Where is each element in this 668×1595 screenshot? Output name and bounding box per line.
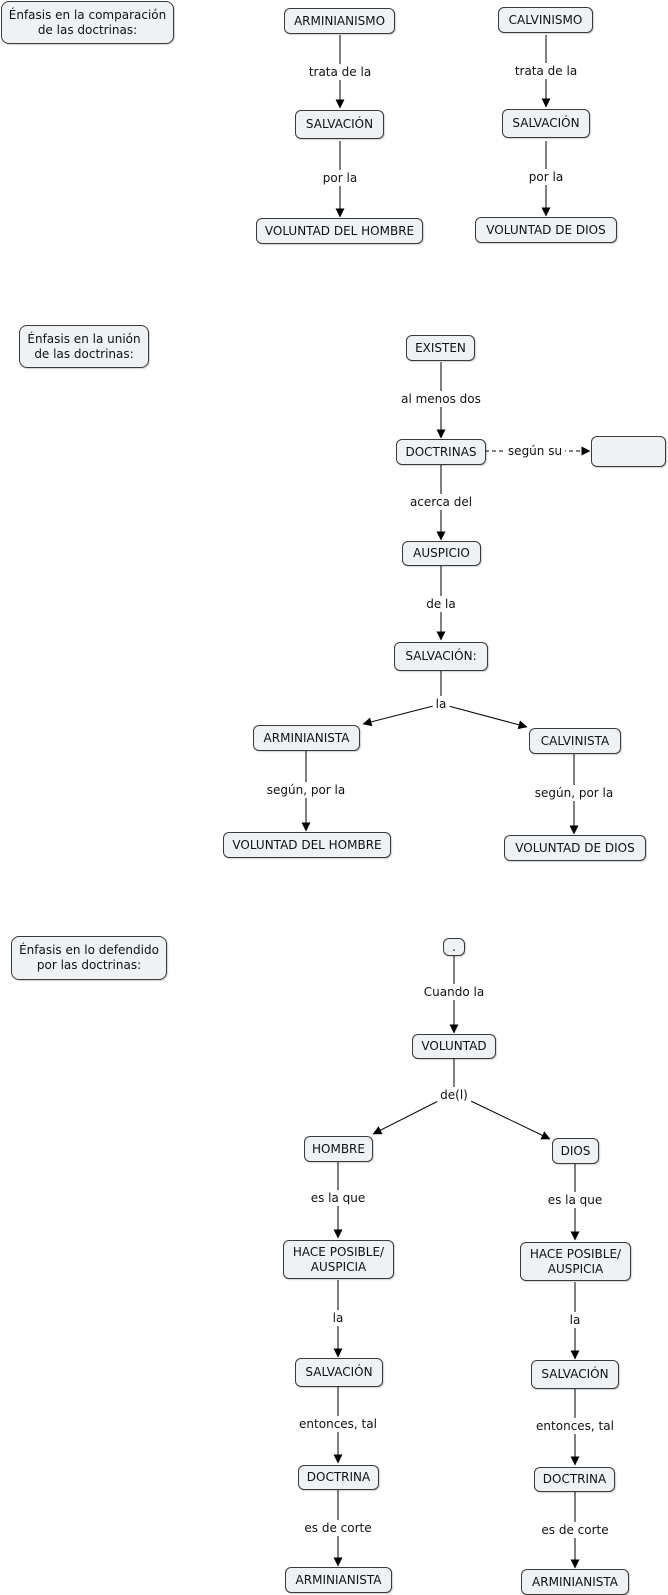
node-hombre[interactable]: HOMBRE — [304, 1136, 373, 1162]
link-label-acerca: acerca del — [406, 494, 476, 510]
link-label-la-right: la — [566, 1312, 584, 1328]
link-label-trata-right: trata de la — [511, 63, 581, 79]
link-label-de: de(l) — [437, 1087, 471, 1103]
note-defended[interactable]: Énfasis en lo defendido por las doctrina… — [11, 936, 167, 980]
node-calvinista[interactable]: CALVINISTA — [529, 728, 621, 754]
link-label-corte-right: es de corte — [538, 1522, 612, 1538]
node-salvacion-3-left[interactable]: SALVACIÓN — [295, 1358, 383, 1387]
node-doctrinas[interactable]: DOCTRINAS — [396, 439, 486, 465]
link-label-segun-su: según su — [504, 443, 566, 459]
node-arminianismo[interactable]: ARMINIANISMO — [284, 8, 395, 34]
note-comparison[interactable]: Énfasis en la comparación de las doctrin… — [1, 1, 174, 44]
node-dot[interactable]: . — [443, 938, 465, 956]
link-label-segun-right: según, por la — [531, 785, 617, 801]
node-empty[interactable] — [591, 436, 666, 467]
node-hace-posible-left[interactable]: HACE POSIBLE/ AUSPICIA — [283, 1240, 394, 1279]
link-label-entonces-right: entonces, tal — [533, 1418, 617, 1434]
node-voluntad[interactable]: VOLUNTAD — [412, 1034, 496, 1059]
node-salvacion-3-right[interactable]: SALVACIÓN — [531, 1360, 619, 1389]
node-voluntad-dios-2[interactable]: VOLUNTAD DE DIOS — [504, 835, 646, 861]
node-voluntad-hombre-2[interactable]: VOLUNTAD DEL HOMBRE — [223, 832, 391, 858]
link-label-entonces-left: entonces, tal — [296, 1416, 380, 1432]
node-salvacion-center[interactable]: SALVACIÓN: — [394, 642, 488, 671]
link-label-por-left: por la — [319, 170, 361, 186]
link-label-al-menos: al menos dos — [398, 391, 484, 407]
link-label-segun-left: según, por la — [263, 782, 349, 798]
node-voluntad-hombre-1[interactable]: VOLUNTAD DEL HOMBRE — [256, 218, 423, 244]
node-doctrina-left[interactable]: DOCTRINA — [298, 1465, 379, 1490]
link-label-es-la-que-left: es la que — [307, 1190, 369, 1206]
link-label-de-la: de la — [423, 596, 459, 612]
node-existen[interactable]: EXISTEN — [406, 335, 475, 361]
node-salvacion-right[interactable]: SALVACIÓN — [502, 109, 590, 138]
link-label-por-right: por la — [525, 169, 567, 185]
link-label-corte-left: es de corte — [301, 1520, 375, 1536]
node-doctrina-right[interactable]: DOCTRINA — [534, 1467, 615, 1492]
link-label-es-la-que-right: es la que — [544, 1192, 606, 1208]
note-union[interactable]: Énfasis en la unión de las doctrinas: — [19, 325, 149, 368]
node-arminianista-right[interactable]: ARMINIANISTA — [521, 1569, 629, 1595]
node-voluntad-dios-1[interactable]: VOLUNTAD DE DIOS — [475, 217, 617, 243]
link-label-la-left: la — [329, 1310, 347, 1326]
node-dios[interactable]: DIOS — [552, 1138, 599, 1164]
node-arminianista[interactable]: ARMINIANISTA — [253, 725, 360, 751]
link-label-la: la — [432, 696, 450, 712]
node-hace-posible-right[interactable]: HACE POSIBLE/ AUSPICIA — [520, 1242, 631, 1281]
link-label-cuando: Cuando la — [420, 984, 488, 1000]
node-calvinismo[interactable]: CALVINISMO — [498, 7, 593, 33]
node-auspicio[interactable]: AUSPICIO — [402, 541, 481, 566]
node-arminianista-left[interactable]: ARMINIANISTA — [285, 1567, 392, 1593]
node-salvacion-left[interactable]: SALVACIÓN — [295, 110, 384, 139]
link-label-trata-left: trata de la — [305, 64, 375, 80]
